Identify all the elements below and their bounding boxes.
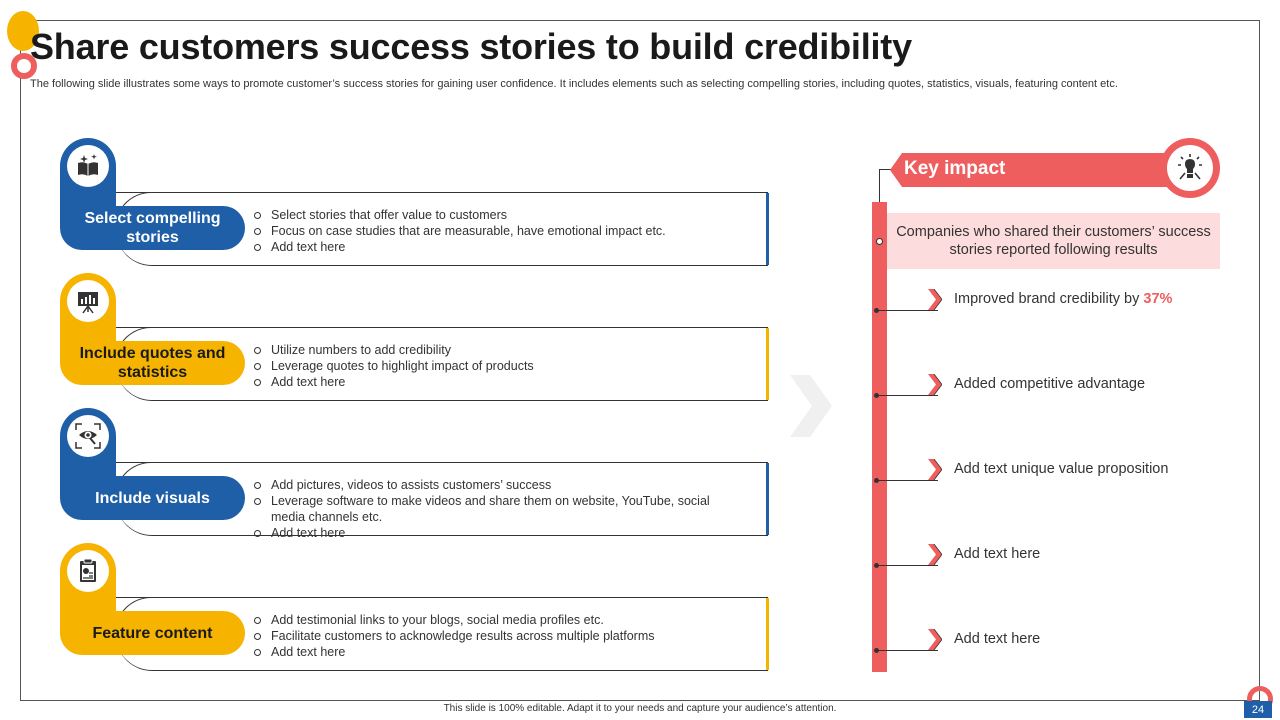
step-content-box: Select stories that offer value to custo… bbox=[115, 192, 769, 266]
step-bullet-list: Add testimonial links to your blogs, soc… bbox=[251, 612, 739, 660]
step-bullet-list: Utilize numbers to add credibility Lever… bbox=[251, 342, 739, 390]
content-edge-accent bbox=[766, 463, 769, 535]
result-item: Added competitive advantage bbox=[874, 370, 1234, 398]
result-connector-line bbox=[878, 565, 938, 566]
step-label: Feature content bbox=[60, 611, 245, 655]
bullet-item: Select stories that offer value to custo… bbox=[251, 207, 739, 223]
result-item: Add text here bbox=[874, 625, 1234, 653]
result-dot bbox=[874, 478, 879, 483]
result-text: Improved brand credibility by 37% bbox=[954, 291, 1172, 307]
step-bullet-list: Add pictures, videos to assists customer… bbox=[251, 477, 739, 541]
result-dot bbox=[874, 648, 879, 653]
result-text: Added competitive advantage bbox=[954, 376, 1146, 392]
result-label: Improved brand credibility by bbox=[954, 291, 1144, 307]
presentation-board-icon bbox=[67, 280, 109, 322]
result-connector-line bbox=[878, 310, 938, 311]
step-label: Include visuals bbox=[60, 476, 245, 520]
result-connector-line bbox=[878, 395, 938, 396]
step-bullet-list: Select stories that offer value to custo… bbox=[251, 207, 739, 255]
result-connector-line bbox=[878, 480, 938, 481]
bullet-item: Add testimonial links to your blogs, soc… bbox=[251, 612, 739, 628]
bullet-item: Add text here bbox=[251, 374, 739, 390]
step-feature-content: Add testimonial links to your blogs, soc… bbox=[60, 543, 770, 675]
connector-dot bbox=[876, 238, 883, 245]
bullet-item: Facilitate customers to acknowledge resu… bbox=[251, 628, 739, 644]
chevron-right-icon bbox=[790, 375, 832, 442]
step-label: Select compelling stories bbox=[60, 206, 245, 250]
content-edge-accent bbox=[766, 328, 769, 400]
slide-title: Share customers success stories to build… bbox=[30, 26, 912, 67]
chevron-right-icon bbox=[928, 289, 942, 310]
bullet-item: Add text here bbox=[251, 239, 739, 255]
chevron-right-icon bbox=[928, 459, 942, 480]
key-impact-banner bbox=[890, 153, 1180, 187]
result-item: Add text here bbox=[874, 540, 1234, 568]
result-text: Add text here bbox=[954, 546, 1041, 562]
result-highlight: 37% bbox=[1143, 291, 1173, 307]
idea-bulb-icon bbox=[1167, 145, 1213, 191]
page-number: 24 bbox=[1244, 701, 1272, 718]
result-text: Add text unique value proposition bbox=[954, 461, 1169, 477]
step-content-box: Add pictures, videos to assists customer… bbox=[115, 462, 769, 540]
decorative-yellow-circle bbox=[7, 11, 39, 51]
result-dot bbox=[874, 308, 879, 313]
content-edge-accent bbox=[766, 598, 769, 670]
content-edge-accent bbox=[766, 193, 769, 265]
chevron-right-icon bbox=[928, 374, 942, 395]
slide-frame bbox=[7, 11, 1260, 701]
key-impact-summary: Companies who shared their customers’ su… bbox=[887, 213, 1220, 269]
bullet-item: Focus on case studies that are measurabl… bbox=[251, 223, 739, 239]
slide-subtitle: The following slide illustrates some way… bbox=[30, 78, 1118, 90]
book-sparkle-icon bbox=[67, 145, 109, 187]
step-select-compelling-stories: Select stories that offer value to custo… bbox=[60, 138, 770, 270]
result-dot bbox=[874, 563, 879, 568]
key-impact-heading: Key impact bbox=[904, 158, 1006, 179]
timeline-bar bbox=[872, 202, 887, 672]
result-item: Improved brand credibility by 37% bbox=[874, 285, 1234, 313]
step-include-quotes-statistics: Utilize numbers to add credibility Lever… bbox=[60, 273, 770, 405]
bullet-item: Leverage software to make videos and sha… bbox=[251, 493, 739, 525]
eye-scan-icon bbox=[67, 415, 109, 457]
bullet-item: Leverage quotes to highlight impact of p… bbox=[251, 358, 739, 374]
result-item: Add text unique value proposition bbox=[874, 455, 1234, 483]
step-include-visuals: Add pictures, videos to assists customer… bbox=[60, 408, 770, 540]
step-content-box: Add testimonial links to your blogs, soc… bbox=[115, 597, 769, 671]
clipboard-chart-icon bbox=[67, 550, 109, 592]
bullet-item: Add pictures, videos to assists customer… bbox=[251, 477, 739, 493]
bullet-item: Add text here bbox=[251, 644, 739, 660]
result-text: Add text here bbox=[954, 631, 1041, 647]
chevron-right-icon bbox=[928, 544, 942, 565]
bullet-item: Utilize numbers to add credibility bbox=[251, 342, 739, 358]
result-dot bbox=[874, 393, 879, 398]
key-impact-icon-badge bbox=[1160, 138, 1220, 198]
chevron-right-icon bbox=[928, 629, 942, 650]
step-label: Include quotes and statistics bbox=[60, 341, 245, 385]
decorative-red-ring bbox=[11, 53, 37, 79]
footer-note: This slide is 100% editable. Adapt it to… bbox=[443, 703, 837, 714]
bullet-item: Add text here bbox=[251, 525, 739, 541]
result-connector-line bbox=[878, 650, 938, 651]
step-content-box: Utilize numbers to add credibility Lever… bbox=[115, 327, 769, 401]
